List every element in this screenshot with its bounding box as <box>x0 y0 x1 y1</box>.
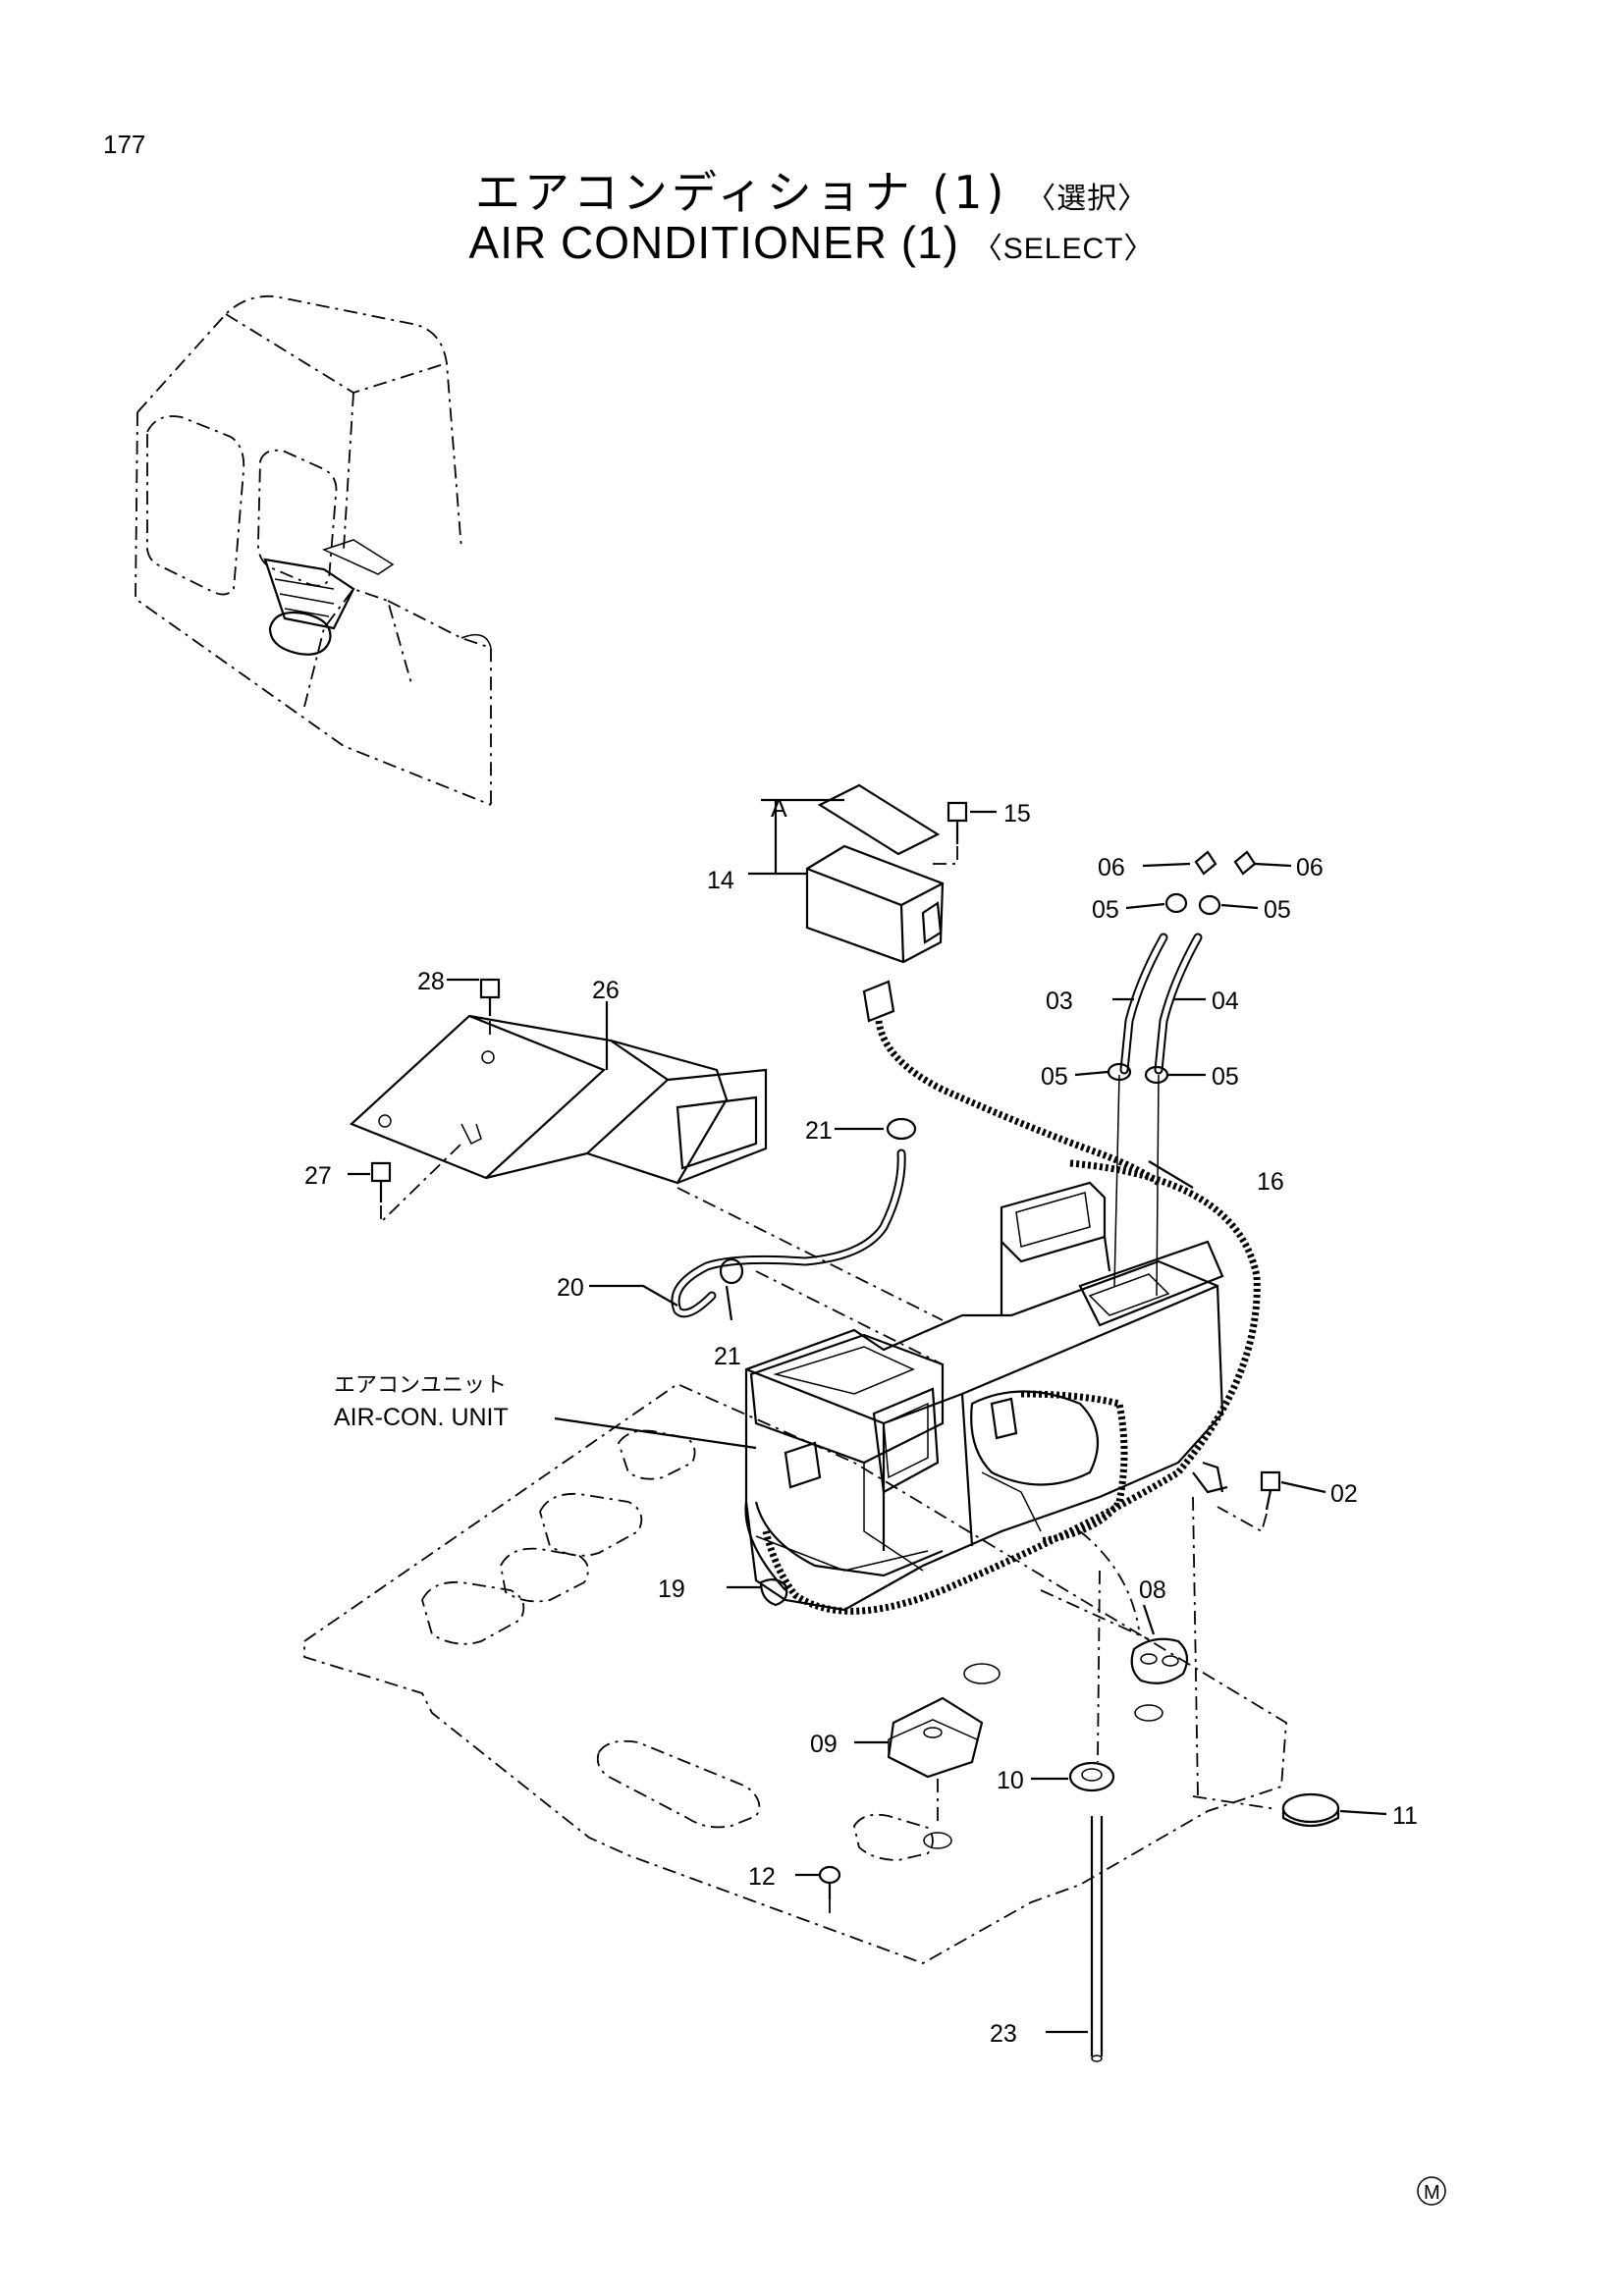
callout-05-lower-right: 05 <box>1212 1063 1239 1091</box>
title-en-tag: 〈SELECT〉 <box>972 233 1155 265</box>
callout-23: 23 <box>990 2020 1017 2048</box>
bolt-15 <box>947 801 968 844</box>
callout-03: 03 <box>1046 988 1073 1015</box>
page-number: 177 <box>103 130 146 159</box>
title-en-text: AIR CONDITIONER (1) <box>468 217 959 268</box>
air-duct <box>349 1014 768 1185</box>
bolt-02 <box>1260 1470 1281 1511</box>
callout-26: 26 <box>592 977 620 1004</box>
mount-08 <box>1130 1637 1189 1684</box>
cab-overview-illustration <box>135 294 492 806</box>
callout-10: 10 <box>997 1767 1024 1794</box>
callout-09: 09 <box>810 1731 838 1758</box>
mount-09 <box>887 1696 984 1779</box>
callout-11: 11 <box>1392 1802 1418 1830</box>
callout-04: 04 <box>1212 988 1239 1015</box>
callout-15: 15 <box>1003 800 1031 828</box>
callout-21-bottom: 21 <box>714 1343 741 1370</box>
bolt-27 <box>370 1161 392 1202</box>
callout-12: 12 <box>748 1863 776 1891</box>
title-english: AIR CONDITIONER (1) 〈SELECT〉 <box>0 216 1623 269</box>
callout-28: 28 <box>417 968 445 995</box>
bracket-14 <box>805 783 1162 1186</box>
clip-19 <box>759 1578 788 1607</box>
callout-05-upper-right: 05 <box>1264 896 1291 924</box>
leader-lines <box>348 798 1387 2034</box>
callout-21-top: 21 <box>805 1117 833 1145</box>
callout-labels: 15 14 A 06 06 05 05 03 04 05 05 28 26 21… <box>304 795 1418 2048</box>
callout-06-left: 06 <box>1098 854 1125 881</box>
callout-27: 27 <box>304 1162 332 1190</box>
small-parts <box>370 801 1340 2062</box>
callout-06-right: 06 <box>1296 854 1324 881</box>
callout-16: 16 <box>1257 1168 1284 1196</box>
callout-05-upper-left: 05 <box>1092 896 1119 924</box>
mark-circle-m: M <box>1417 2176 1446 2206</box>
unit-label-jp: エアコンユニット <box>334 1373 507 1398</box>
nuts-05-upper <box>1164 892 1221 916</box>
callout-02: 02 <box>1330 1480 1358 1508</box>
callout-14: 14 <box>707 867 734 894</box>
view-ref-a: A <box>771 795 787 823</box>
nuts-05-lower <box>1107 1062 1169 1085</box>
fittings-06 <box>1194 850 1257 876</box>
rod-23 <box>1090 1816 1104 2062</box>
callout-05-lower-left: 05 <box>1041 1063 1068 1091</box>
pad-11 <box>1281 1792 1340 1828</box>
screw-12 <box>818 1865 841 1899</box>
title-japanese: エアコンディショナ (1) 〈選択〉 <box>0 157 1623 222</box>
mark-letter: M <box>1424 2182 1440 2204</box>
callout-08: 08 <box>1139 1576 1166 1604</box>
title-jp-tag: 〈選択〉 <box>1026 182 1149 216</box>
title-jp-text: エアコンディショナ (1) <box>474 166 1008 219</box>
grommet-10 <box>1068 1761 1115 1792</box>
hoses-03-04 <box>1113 933 1203 1297</box>
unit-label-en: AIR-CON. UNIT <box>334 1404 509 1431</box>
bolt-28 <box>479 978 501 1016</box>
drain-hose-20 <box>671 1117 917 1318</box>
assembly-centerlines <box>380 846 1277 1914</box>
air-con-unit <box>744 1159 1261 1615</box>
floor-plate <box>303 1382 1287 1964</box>
callout-19: 19 <box>658 1575 685 1603</box>
callout-20: 20 <box>557 1274 584 1302</box>
